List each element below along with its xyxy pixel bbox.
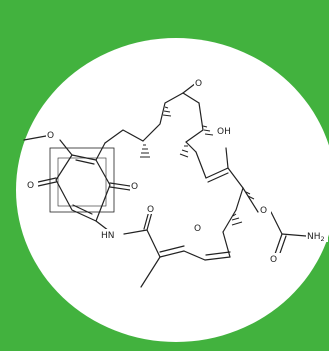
atom-nh2-subscript: 2 — [321, 235, 325, 243]
atom-o-carbamate-carbonyl: O — [270, 255, 277, 265]
atom-o-methoxy-top: O — [195, 79, 202, 89]
atom-o-methoxy-left: O — [47, 131, 54, 141]
atom-labels: O OH O O O HN O O O O NH2 — [26, 77, 328, 265]
atom-o-methoxy-mid: O — [194, 224, 201, 234]
atom-oh: OH — [217, 127, 231, 137]
bond-skeleton — [23, 82, 307, 288]
atom-o-quinone-left: O — [27, 181, 34, 191]
atom-o-amide: O — [147, 205, 154, 215]
atom-nh2-main: NH — [307, 232, 321, 242]
quinone-highlight-outer — [49, 147, 115, 213]
atom-nh2-carbamate: NH2 — [307, 232, 325, 243]
quinone-highlight-inner — [57, 157, 107, 207]
stereo-hash-bonds — [140, 106, 255, 226]
white-disc — [16, 38, 329, 342]
atom-o-quinone-right: O — [131, 182, 138, 192]
atom-hn-amide: HN — [101, 231, 115, 241]
atom-o-carbamate-ester: O — [260, 206, 267, 216]
